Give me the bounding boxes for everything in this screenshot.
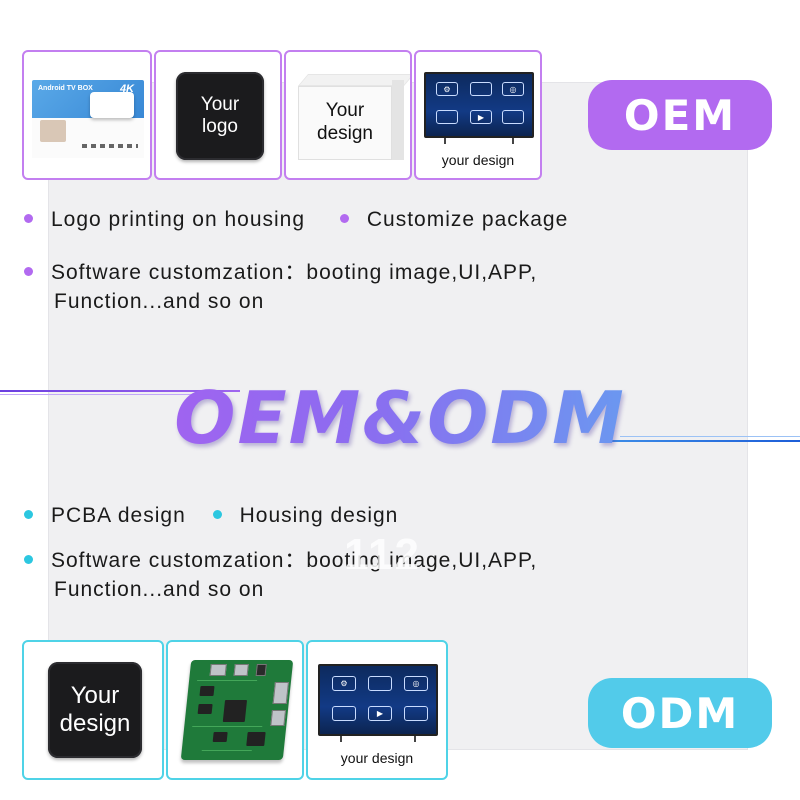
package-feature-icons: [82, 144, 138, 148]
bullet-logo-printing: Logo printing on housing: [24, 208, 305, 232]
odm-card-tv: ⚙ ◎ ▶ your design: [306, 640, 448, 780]
bullet-dot: [212, 509, 222, 519]
blank-tile-icon: [436, 110, 458, 124]
compass-icon: ◎: [502, 82, 524, 96]
bullet-software-customization: Software customzation：booting image,UI,A…: [24, 546, 537, 575]
blank-tile-icon: [502, 110, 524, 124]
hero-title: OEM&ODM: [0, 378, 800, 458]
white-package-box: Your design: [298, 74, 410, 160]
tv-caption: your design: [340, 750, 414, 766]
tv-caption: your design: [441, 152, 515, 168]
tv-screen: ⚙ ◎ ▶: [318, 664, 438, 736]
bullet-dot: [24, 266, 33, 276]
hero-banner: OEM&ODM: [0, 378, 800, 458]
oem-card-package: Android TV BOX 4K: [22, 50, 152, 180]
bullet-customize-package: Customize package: [339, 208, 568, 232]
right-decor-line: [600, 440, 800, 442]
compass-icon: ◎: [404, 676, 428, 691]
oem-badge: OEM: [588, 80, 772, 150]
settings-icon: ⚙: [332, 676, 356, 691]
play-icon: ▶: [470, 110, 492, 124]
odm-badge: ODM: [588, 678, 772, 748]
package-title: Android TV BOX: [38, 85, 93, 92]
logo-device-box: Your logo: [176, 72, 264, 160]
oem-card-design: Your design: [284, 50, 412, 180]
oem-bullets-row1: Logo printing on housing Customize packa…: [24, 208, 568, 232]
blank-tile-icon: [368, 676, 392, 691]
odm-card-pcba: [166, 640, 304, 780]
oem-card-tv: ⚙ ◎ ▶ your design: [414, 50, 542, 180]
blank-tile-icon: [470, 82, 492, 96]
bullet-software-customization: Software customzation：booting image,UI,A…: [24, 258, 537, 287]
bullet-software-customization-cont: Function...and so on: [54, 578, 265, 601]
blank-tile-icon: [332, 706, 356, 721]
oem-card-logo: Your logo: [154, 50, 282, 180]
tv-box-package: Android TV BOX 4K: [32, 80, 144, 158]
bullet-software-customization-cont: Function...and so on: [54, 290, 265, 313]
pcba-board-image: [180, 660, 294, 760]
odm-bullets-row2: Software customzation：booting image,UI,A…: [24, 546, 537, 604]
background-panel: [48, 82, 748, 750]
logo-box-label: Your logo: [200, 94, 240, 137]
settings-icon: ⚙: [436, 82, 458, 96]
blank-tile-icon: [404, 706, 428, 721]
tv-box-image: [90, 92, 134, 118]
left-decor-line: [0, 390, 240, 392]
bullet-dot: [24, 213, 33, 223]
odm-card-design: Your design: [22, 640, 164, 780]
bullet-dot: [339, 213, 349, 223]
bullet-dot: [24, 509, 33, 519]
design-box-label: Your design: [59, 682, 131, 737]
design-device-box: Your design: [48, 662, 142, 758]
design-box-label: Your design: [298, 86, 392, 160]
bullet-housing-design: Housing design: [212, 504, 399, 528]
bullet-dot: [24, 554, 33, 564]
tv-screen: ⚙ ◎ ▶: [424, 72, 534, 138]
oem-bullets-row2: Software customzation：booting image,UI,A…: [24, 258, 537, 316]
bullet-pcba-design: PCBA design: [24, 504, 186, 528]
play-icon: ▶: [368, 706, 392, 721]
odm-bullets-row1: PCBA design Housing design: [24, 504, 398, 528]
package-photo: [40, 120, 66, 142]
watermark: 112: [344, 530, 421, 579]
